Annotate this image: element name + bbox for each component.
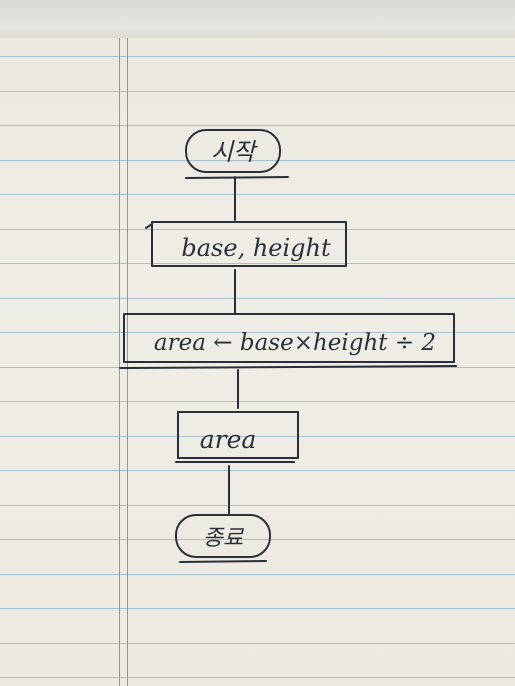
- ruled-line: [0, 608, 515, 609]
- ruled-line: [0, 401, 515, 402]
- end-terminator-shape: [175, 514, 271, 558]
- ruled-line: [0, 263, 515, 264]
- output-label: area: [200, 425, 257, 454]
- process-box-shape: [123, 313, 455, 363]
- ruled-line: [0, 332, 515, 333]
- ruled-line: [0, 56, 515, 57]
- end-underline: [179, 560, 267, 563]
- ruled-line: [0, 505, 515, 506]
- ruled-line: [0, 574, 515, 575]
- ruled-line: [0, 91, 515, 92]
- input-label: base, height: [181, 234, 331, 262]
- ruled-line: [0, 677, 515, 678]
- ruled-line: [0, 539, 515, 540]
- ruled-line: [0, 160, 515, 161]
- margin-line-left: [119, 38, 120, 686]
- ruled-line: [0, 436, 515, 437]
- notebook-top-edge: [0, 0, 515, 38]
- start-label: 시작: [211, 138, 258, 166]
- ruled-line: [0, 125, 515, 126]
- start-underline: [185, 176, 289, 179]
- output-box-shape: [177, 411, 299, 459]
- ruled-line: [0, 229, 515, 230]
- process-underline: [119, 365, 457, 369]
- process-label: area ← base×height ÷ 2: [154, 330, 436, 356]
- ruled-line: [0, 470, 515, 471]
- ruled-line: [0, 298, 515, 299]
- end-label: 종료: [203, 526, 245, 551]
- ruled-line: [0, 643, 515, 644]
- start-terminator-shape: [185, 129, 281, 173]
- ruled-line: [0, 194, 515, 195]
- input-box-tick: [145, 223, 153, 229]
- input-box-shape: [151, 221, 347, 267]
